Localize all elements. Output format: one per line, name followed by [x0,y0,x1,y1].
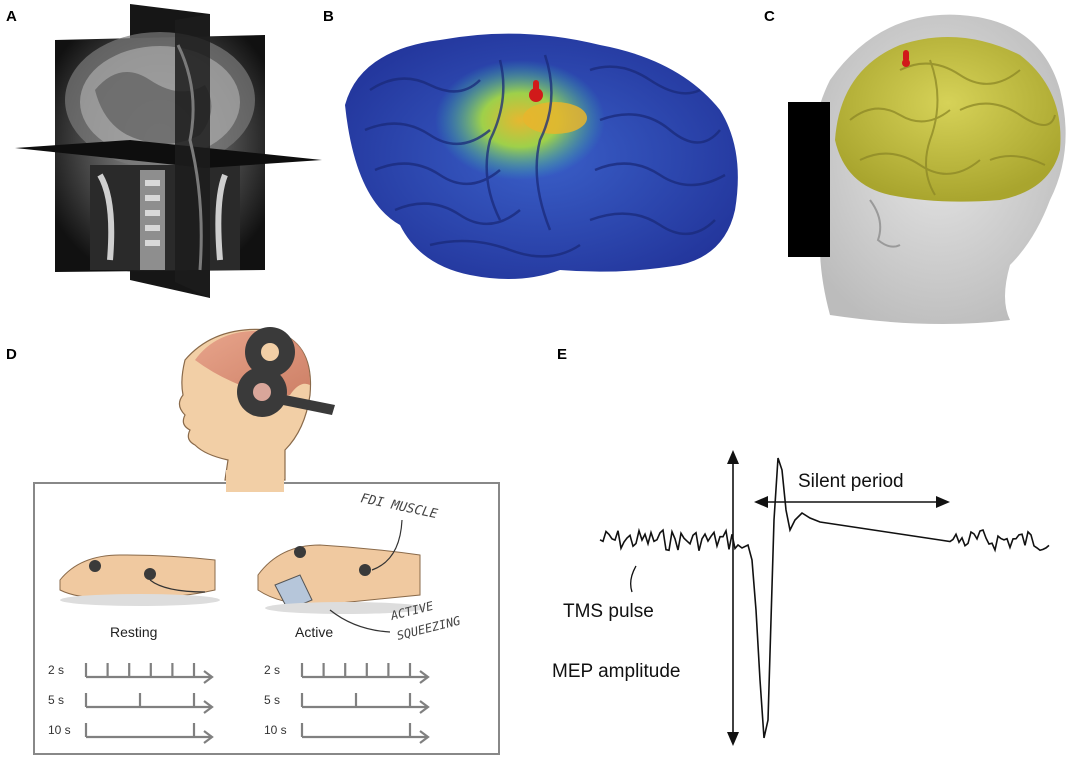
emg-trace [599,450,1050,746]
active-caption: Active [295,624,333,640]
panel-letter-e: E [557,346,568,363]
panel-letter-b: B [323,8,334,25]
cortex-efield-map [345,33,738,279]
timeline-label: 10 s [264,723,287,737]
timeline-arrowhead [203,670,214,684]
panel-letter-d: D [6,346,17,363]
timeline-arrowhead [419,670,430,684]
tms-pulse-label: TMS pulse [563,601,654,622]
resting-caption: Resting [110,624,157,640]
silent-period-label: Silent period [798,471,904,492]
head-model [788,14,1066,325]
setup-box [33,482,500,755]
panel-letter-a: A [6,8,17,25]
resting-hand [59,554,220,606]
emg-signal-line [599,457,1050,739]
mep-amplitude-label: MEP amplitude [552,661,681,682]
timeline-label: 5 s [264,693,280,707]
stimulation-hotspot-marker [529,88,543,102]
figure-eight-coil [237,327,335,417]
timeline-arrowhead [419,730,430,744]
timeline-group [84,663,430,744]
timeline-label: 10 s [48,723,71,737]
mri-orthogonal-slices [15,4,322,298]
timeline-arrowhead [419,700,430,714]
timeline-arrowhead [203,730,214,744]
tms-setup-illustration [33,327,500,755]
active-hand [257,519,425,633]
timeline-label: 2 s [48,663,64,677]
face-mask-block [788,102,830,257]
tms-pulse-pointer [630,565,637,593]
timeline-arrowhead [203,700,214,714]
timeline-label: 2 s [264,663,280,677]
panel-letter-c: C [764,8,775,25]
timeline-label: 5 s [48,693,64,707]
